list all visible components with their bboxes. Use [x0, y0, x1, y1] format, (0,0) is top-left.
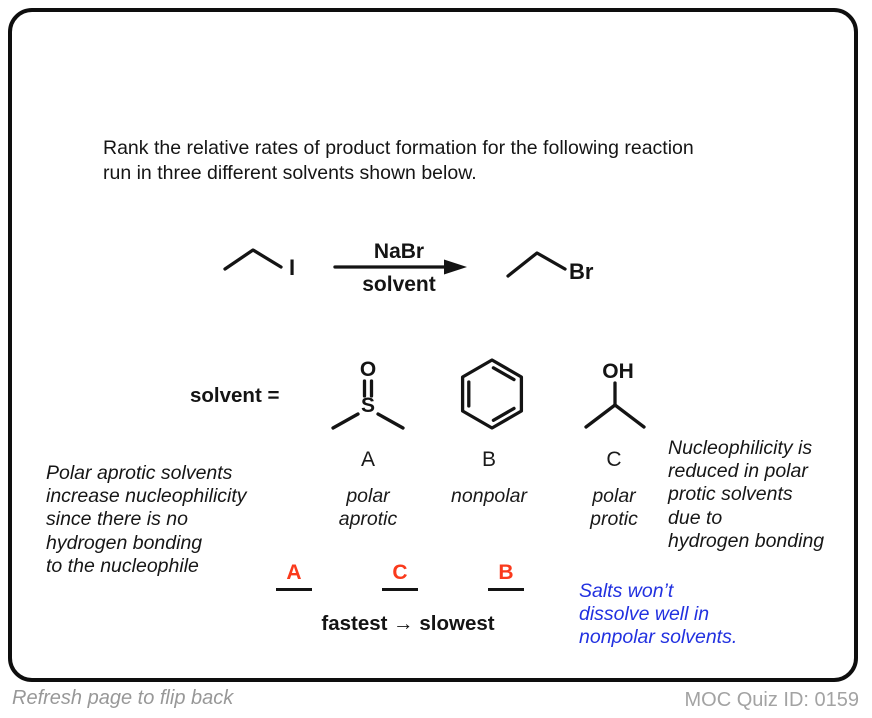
note-right-line: due to — [668, 506, 723, 529]
answer-letter-2: C — [392, 561, 408, 584]
dmso-left-methyl-bond — [331, 412, 360, 430]
solvent-letter-a: A — [360, 448, 375, 471]
benzene-structure — [460, 358, 524, 430]
note-right-line: reduced in polar — [668, 460, 808, 483]
note-blue-line: Salts won’t — [579, 580, 674, 602]
solvent-letter-b: B — [481, 448, 496, 471]
solvent-type-c: polar protic — [574, 485, 654, 531]
solvent-type-a-line: aprotic — [338, 508, 398, 530]
note-right-line: Nucleophilicity is — [668, 437, 813, 459]
answer-blank-1: A — [274, 561, 314, 591]
reagent-above-arrow: NaBr — [374, 240, 424, 263]
ethyl-iodide-skeleton — [223, 248, 283, 271]
solvent-type-a-line: polar — [346, 485, 390, 507]
answer-letter-3: B — [498, 561, 514, 584]
solvent-equals-label: solvent = — [190, 384, 280, 407]
question-text: Rank the relative rates of product forma… — [103, 136, 763, 186]
reagent-below-arrow: solvent — [362, 273, 436, 296]
note-polar-protic: Nucleophilicity is reduced in polar prot… — [668, 437, 868, 553]
answer-underline-3 — [488, 588, 524, 591]
answer-underline-1 — [276, 588, 312, 591]
solvent-letter-c: C — [606, 448, 622, 471]
isopropanol-left-methyl-bond — [584, 403, 617, 429]
solvent-type-b: nonpolar — [437, 485, 541, 508]
question-line-2: run in three different solvents shown be… — [103, 162, 477, 184]
quiz-id-text: MOC Quiz ID: 0159 — [684, 689, 859, 711]
answer-letter-1: A — [286, 561, 302, 584]
flip-hint-text: Refresh page to flip back — [12, 687, 234, 709]
note-left-line: hydrogen bonding — [46, 531, 203, 554]
dmso-structure: O S — [331, 358, 405, 430]
isopropanol-right-methyl-bond — [613, 403, 646, 429]
question-line-1: Rank the relative rates of product forma… — [103, 137, 694, 159]
note-left-line: Polar aprotic solvents — [46, 462, 233, 484]
note-polar-aprotic: Polar aprotic solvents increase nucleoph… — [46, 462, 301, 578]
benzene-ring — [460, 358, 524, 430]
rank-direction-caption: fastest → slowest — [321, 612, 495, 635]
note-left-line: since there is no — [46, 508, 188, 531]
note-left-line: to the nucleophile — [46, 554, 199, 577]
note-left-line: increase nucleophilicity — [46, 485, 247, 508]
note-right-line: protic solvents — [668, 483, 793, 506]
note-blue-line: dissolve well in — [579, 603, 710, 626]
note-blue-line: nonpolar solvents. — [579, 626, 738, 649]
answer-blank-3: B — [486, 561, 526, 591]
reaction-scheme: I NaBr solvent Br — [223, 240, 594, 296]
quiz-card — [8, 8, 858, 682]
note-right-line: hydrogen bonding — [668, 529, 825, 552]
solvent-type-c-line: polar — [592, 485, 636, 507]
iodide-atom-label: I — [289, 255, 295, 280]
solvent-type-a: polar aprotic — [328, 485, 408, 531]
reaction-arrowhead — [444, 259, 467, 275]
solvent-type-b-line: nonpolar — [451, 485, 527, 507]
isopropanol-structure: OH — [584, 360, 646, 429]
dmso-right-methyl-bond — [376, 412, 405, 430]
benzene-double-bond — [491, 406, 516, 422]
answer-underline-2 — [382, 588, 418, 591]
note-salts-nonpolar: Salts won’t dissolve well in nonpolar so… — [579, 580, 789, 650]
answer-blank-2: C — [380, 561, 420, 591]
solvent-type-c-line: protic — [590, 508, 638, 530]
ethyl-bromide-skeleton — [506, 251, 567, 278]
dmso-sulfur-label: S — [361, 394, 375, 417]
dmso-oxygen-label: O — [360, 358, 376, 381]
bromide-atom-label: Br — [569, 259, 594, 284]
benzene-double-bond — [491, 366, 516, 382]
isopropanol-oh-label: OH — [602, 360, 634, 383]
